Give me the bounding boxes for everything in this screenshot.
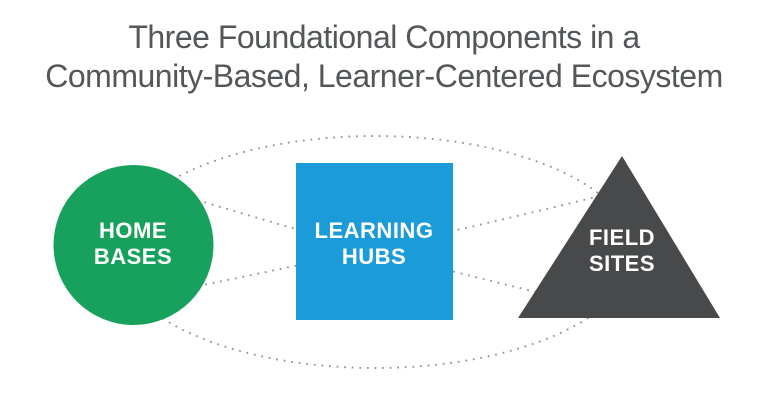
- home-bases-shape: [53, 165, 214, 325]
- learning-hubs-label-line-1: LEARNING: [314, 218, 434, 243]
- home-bases-label-line-1: HOME: [99, 218, 167, 243]
- field-sites-label-line-1: FIELD: [588, 225, 656, 250]
- learning-hubs-label: LEARNING HUBS: [274, 218, 474, 270]
- field-sites-shape: [518, 156, 720, 318]
- learning-hubs-label-line-2: HUBS: [341, 244, 407, 269]
- title-line-1: Three Foundational Components in a: [128, 19, 640, 55]
- home-bases-label-line-2: BASES: [93, 244, 173, 269]
- learning-hubs-shape: [296, 163, 453, 320]
- title-line-2: Community-Based, Learner-Centered Ecosys…: [45, 58, 723, 94]
- page-title: Three Foundational Components in a Commu…: [0, 18, 768, 96]
- home-bases-label: HOME BASES: [33, 218, 233, 270]
- field-sites-label-line-2: SITES: [588, 251, 656, 276]
- field-sites-label: FIELD SITES: [522, 225, 722, 277]
- connector-arc-ascending: [167, 195, 601, 293]
